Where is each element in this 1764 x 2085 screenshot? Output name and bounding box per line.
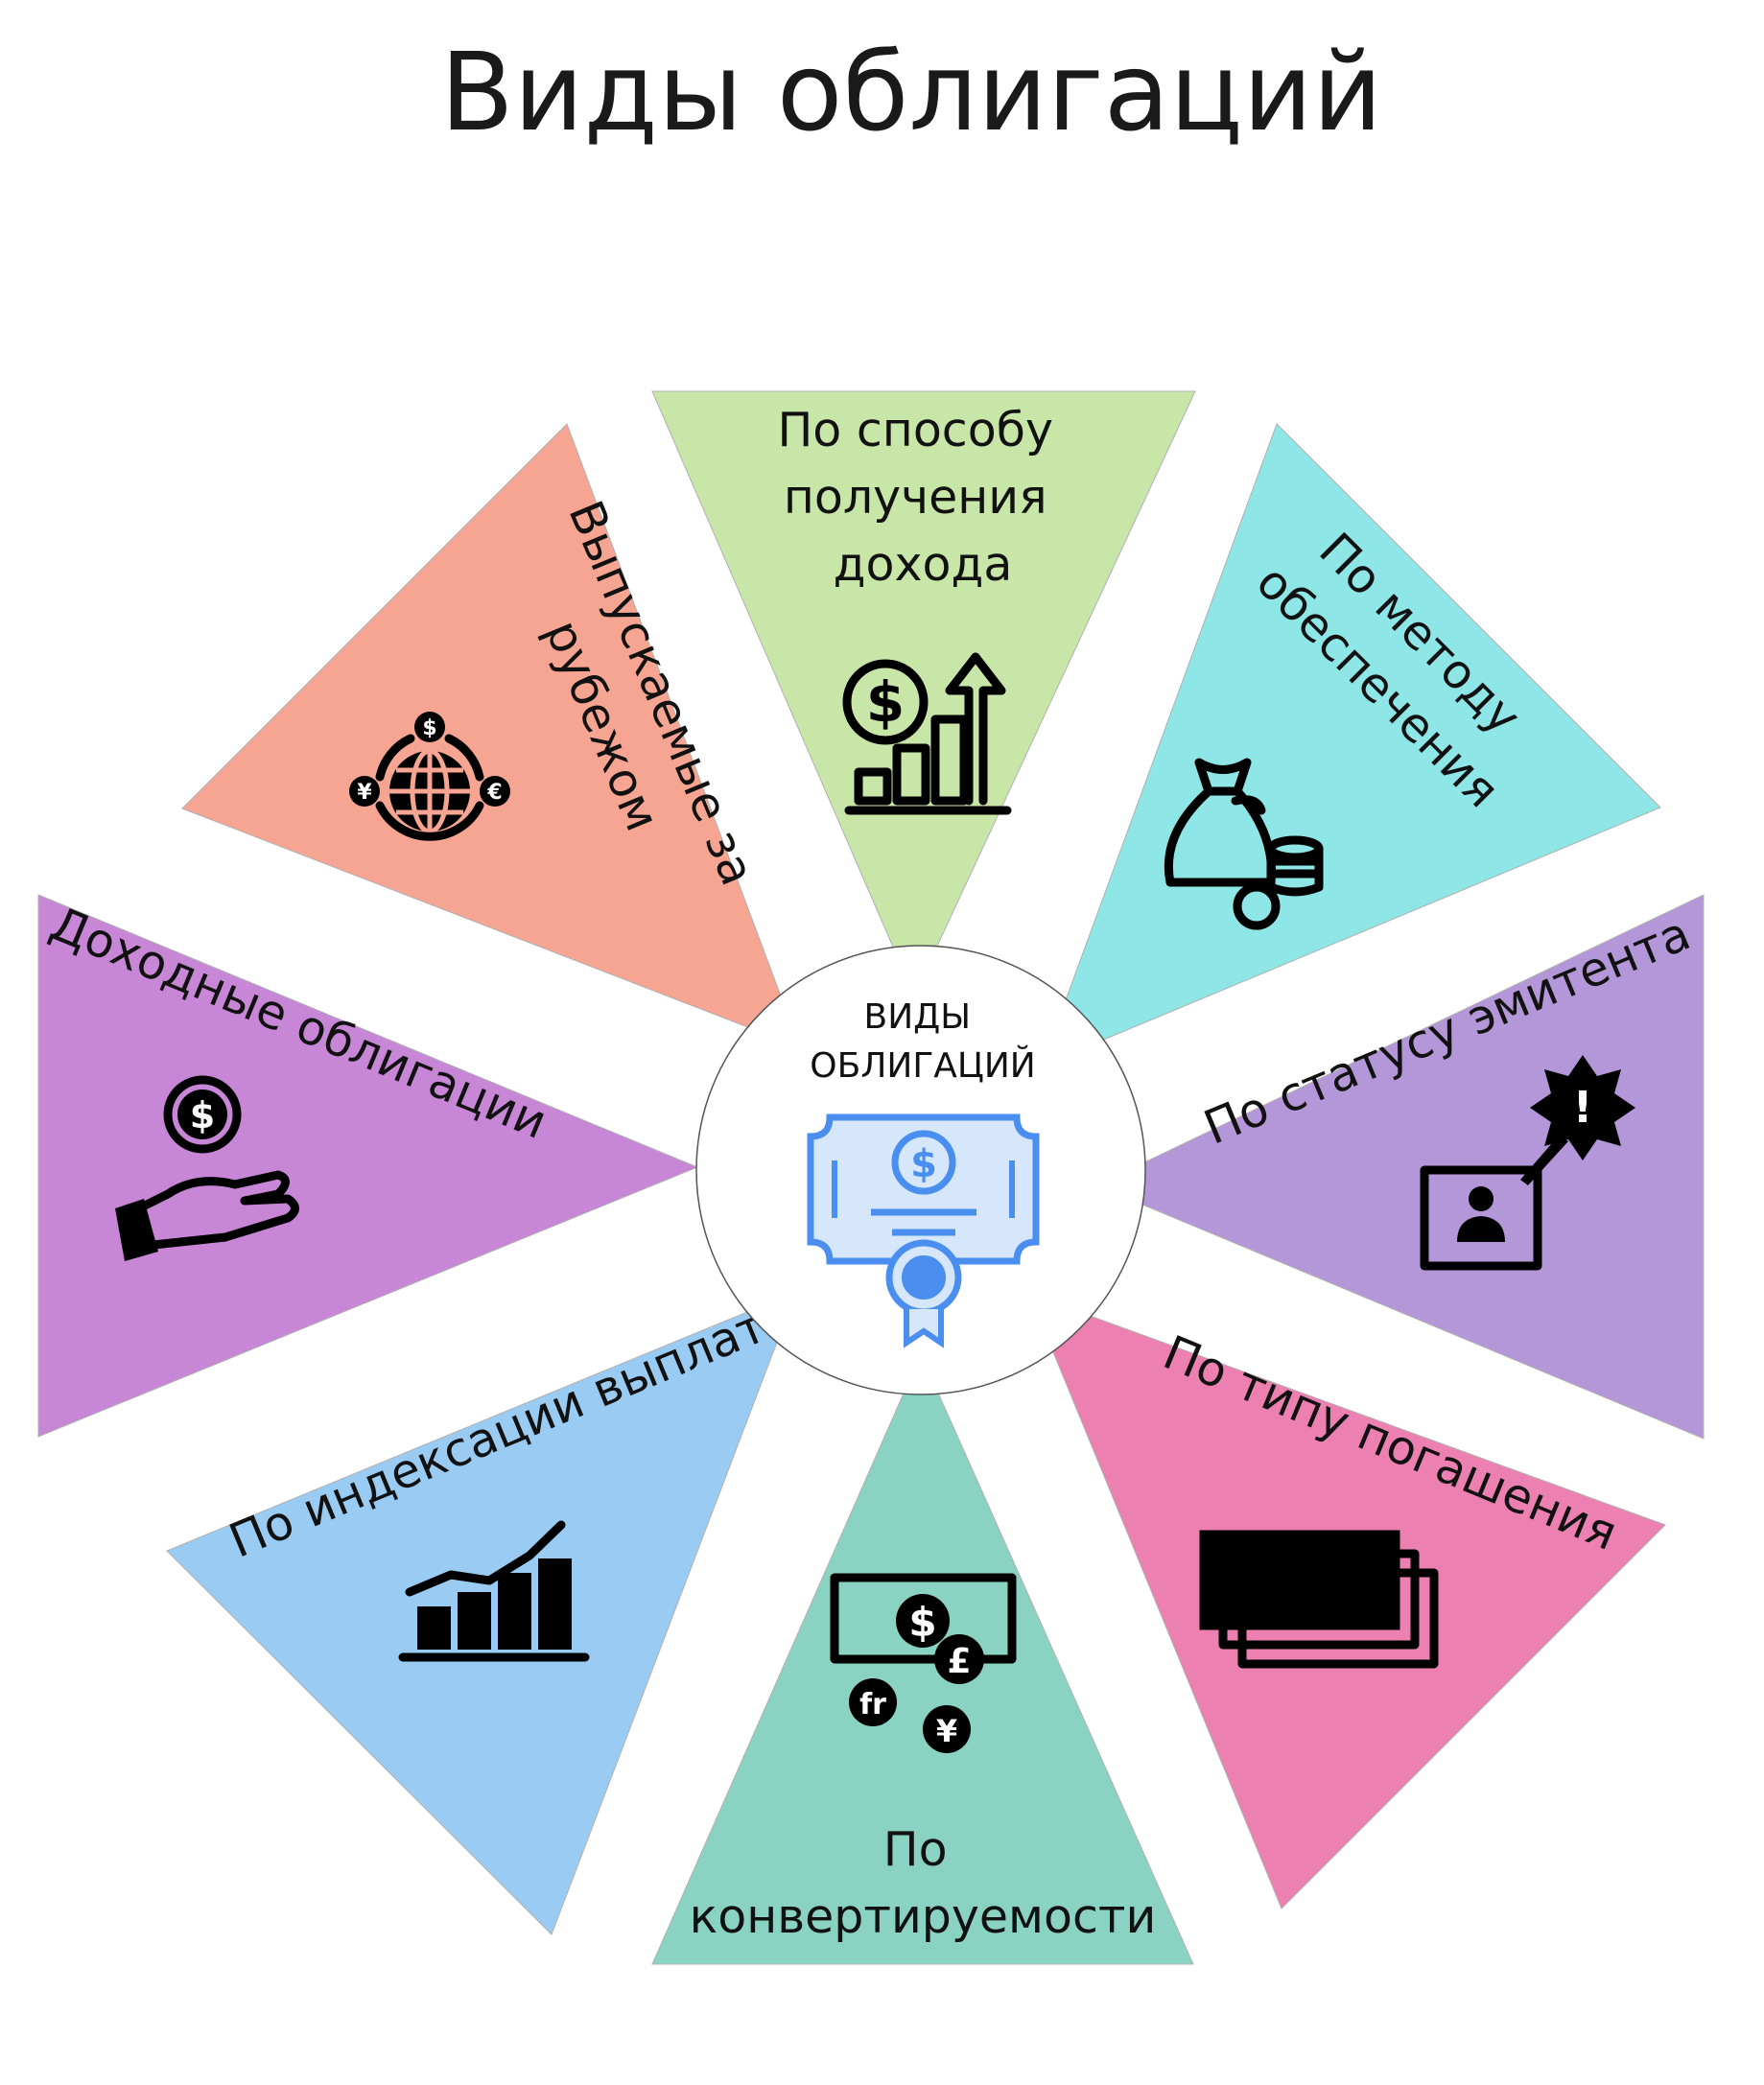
svg-text:$: $ (908, 1599, 936, 1646)
svg-text:¥: ¥ (357, 781, 372, 805)
bar-chart-trend-icon (398, 1520, 590, 1662)
svg-text:fr: fr (859, 1688, 886, 1722)
globe-currencies-icon: $ ¥ € (349, 712, 510, 841)
center-label: ВИДЫ ОБЛИГАЦИЙ (810, 997, 1035, 1086)
svg-text:$: $ (910, 1142, 937, 1186)
segment-income-bonds (37, 894, 699, 1438)
currency-exchange-icon: $ £ fr ¥ (830, 1573, 1017, 1753)
label-income-method: По способу получения дохода (777, 403, 1068, 592)
svg-text:¥: ¥ (936, 1713, 957, 1749)
svg-text:€: € (486, 781, 502, 805)
issuer-alert-icon: ! (1420, 1055, 1635, 1271)
hand-dollar-coin-icon: $ (115, 1075, 299, 1261)
svg-text:$: $ (866, 669, 905, 735)
bond-certificate-icon: $ (807, 1113, 1040, 1348)
segment-issued-abroad (181, 423, 801, 1048)
segment-security-method (1041, 423, 1661, 1066)
segment-issuer-status (1094, 894, 1705, 1440)
banknotes-stack-icon (1199, 1530, 1439, 1669)
svg-text:$: $ (190, 1094, 215, 1136)
label-convertibility: По конвертируемости (690, 1822, 1157, 1944)
svg-text:£: £ (947, 1642, 971, 1681)
svg-text:$: $ (422, 716, 436, 740)
page-title: Виды облигаций (440, 31, 1382, 155)
svg-text:!: ! (1573, 1082, 1593, 1133)
money-bag-coins-icon (1164, 758, 1324, 930)
dollar-growth-chart-icon: $ (842, 652, 1012, 815)
